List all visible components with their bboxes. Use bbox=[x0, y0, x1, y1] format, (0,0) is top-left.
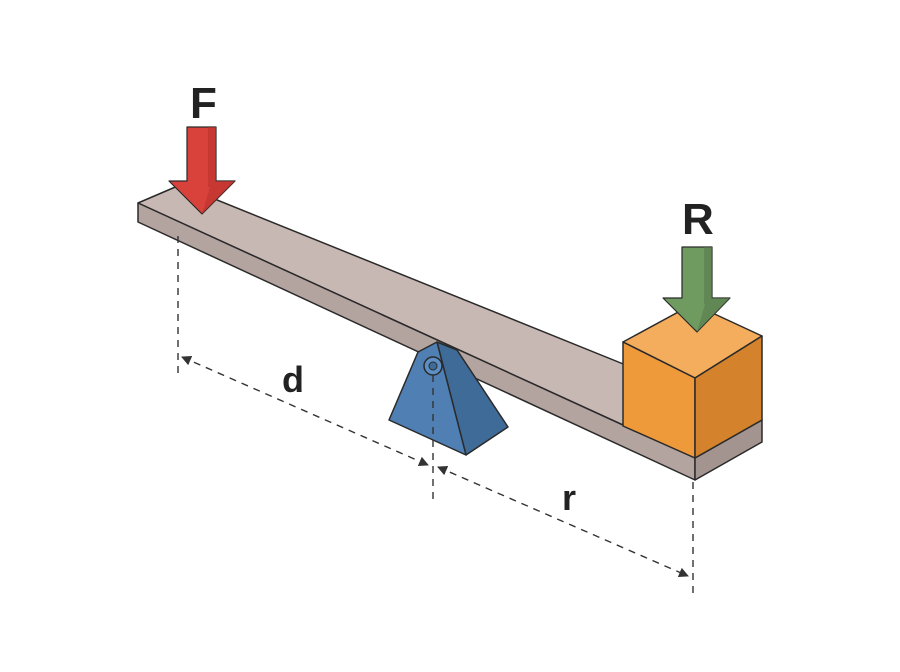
dimension-lines bbox=[181, 356, 689, 577]
extension-lines bbox=[177, 236, 694, 598]
dimension-line-r bbox=[437, 466, 689, 577]
dimension-line-d bbox=[181, 356, 429, 466]
effort-arrow-shade bbox=[202, 127, 235, 214]
effort-arm-label: d bbox=[282, 359, 304, 400]
load-arm-label: r bbox=[562, 477, 576, 518]
load-arrow bbox=[662, 246, 731, 333]
fulcrum-pivot-hole bbox=[428, 361, 438, 371]
effort-arrow bbox=[168, 126, 236, 215]
effort-label: F bbox=[190, 79, 217, 128]
load-block bbox=[622, 303, 763, 459]
load-arrow-shade bbox=[697, 247, 730, 332]
beam-front-face bbox=[137, 202, 696, 481]
load-block-side-face bbox=[694, 335, 763, 459]
load-label: R bbox=[682, 195, 714, 244]
